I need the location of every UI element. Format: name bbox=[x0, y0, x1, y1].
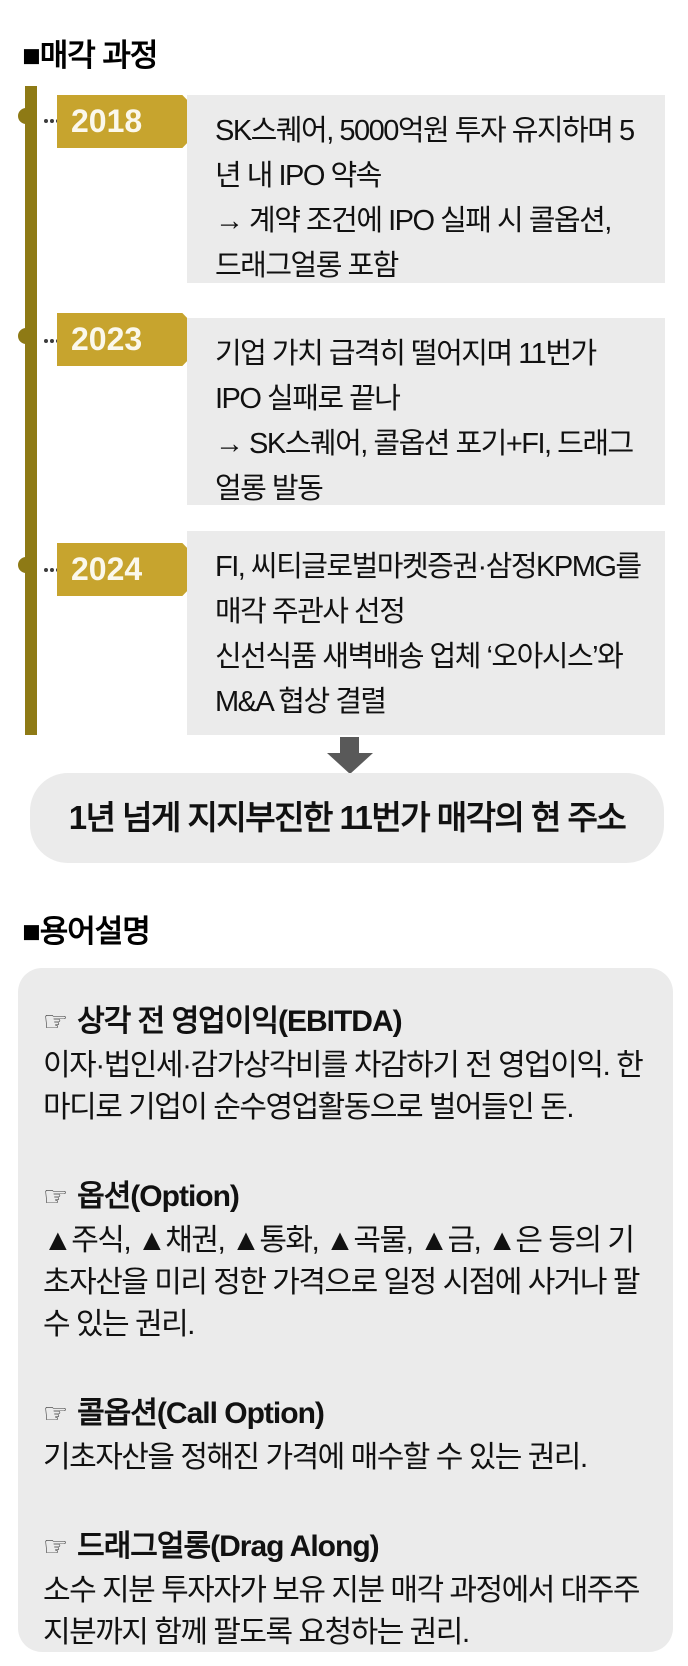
event-text: → SK스퀘어, 콜옵션 포기+FI, 드래그얼롱 발동 bbox=[215, 428, 634, 505]
event-text: → 계약 조건에 IPO 실패 시 콜옵션, 드래그얼롱 포함 bbox=[215, 205, 612, 282]
glossary-term-option: ☞ 옵션(Option) ▲주식, ▲채권, ▲통화, ▲곡물, ▲금, ▲은 등… bbox=[43, 1171, 647, 1346]
glossary-box: ☞ 상각 전 영업이익(EBITDA) 이자·법인세·감가상각비를 차감하기 전 … bbox=[18, 968, 673, 1652]
pointing-hand-icon: ☞ bbox=[43, 1006, 68, 1037]
sale-process-title: ■매각 과정 bbox=[22, 38, 158, 73]
timeline-node-icon bbox=[18, 557, 34, 573]
year-flag-2024: 2024 bbox=[57, 543, 208, 596]
term-definition: ▲주식, ▲채권, ▲통화, ▲곡물, ▲금, ▲은 등의 기초자산을 미리 정… bbox=[43, 1224, 640, 1341]
term-name: 상각 전 영업이익(EBITDA) bbox=[77, 1005, 403, 1038]
glossary-term-ebitda: ☞ 상각 전 영업이익(EBITDA) 이자·법인세·감가상각비를 차감하기 전 … bbox=[43, 996, 647, 1129]
timeline-node-icon bbox=[18, 328, 34, 344]
dotted-connector bbox=[44, 568, 60, 572]
down-arrow-icon bbox=[327, 753, 373, 774]
term-name: 옵션(Option) bbox=[77, 1180, 240, 1213]
event-text: FI, 씨티글로벌마켓증권·삼정KPMG를 매각 주관사 선정 bbox=[215, 551, 642, 628]
term-definition: 기초자산을 정해진 가격에 매수할 수 있는 권리. bbox=[43, 1441, 588, 1474]
event-box-2023: 기업 가치 급격히 떨어지며 11번가 IPO 실패로 끝나 → SK스퀘어, … bbox=[187, 318, 665, 505]
event-text: SK스퀘어, 5000억원 투자 유지하며 5년 내 IPO 약속 bbox=[215, 115, 635, 192]
pointing-hand-icon: ☞ bbox=[43, 1181, 68, 1212]
summary-text: 1년 넘게 지지부진한 11번가 매각의 현 주소 bbox=[68, 799, 627, 836]
dotted-connector bbox=[44, 339, 60, 343]
down-arrow-icon bbox=[340, 737, 359, 754]
term-heading: ☞ 드래그얼롱(Drag Along) bbox=[43, 1521, 647, 1565]
pointing-hand-icon: ☞ bbox=[43, 1398, 68, 1429]
term-heading: ☞ 콜옵션(Call Option) bbox=[43, 1388, 647, 1432]
term-heading: ☞ 상각 전 영업이익(EBITDA) bbox=[43, 996, 647, 1040]
year-flag-2023: 2023 bbox=[57, 313, 208, 366]
dotted-connector bbox=[44, 119, 60, 123]
term-definition: 이자·법인세·감가상각비를 차감하기 전 영업이익. 한마디로 기업이 순수영업… bbox=[43, 1049, 644, 1124]
event-box-2024: FI, 씨티글로벌마켓증권·삼정KPMG를 매각 주관사 선정 신선식품 새벽배… bbox=[187, 531, 665, 735]
term-name: 콜옵션(Call Option) bbox=[77, 1397, 325, 1430]
timeline-spine bbox=[25, 86, 37, 735]
event-text: 기업 가치 급격히 떨어지며 11번가 IPO 실패로 끝나 bbox=[215, 338, 597, 415]
pointing-hand-icon: ☞ bbox=[43, 1531, 68, 1562]
summary-banner: 1년 넘게 지지부진한 11번가 매각의 현 주소 bbox=[30, 773, 664, 863]
glossary-term-drag-along: ☞ 드래그얼롱(Drag Along) 소수 지분 투자자가 보유 지분 매각 과… bbox=[43, 1521, 647, 1652]
term-name: 드래그얼롱(Drag Along) bbox=[77, 1530, 380, 1563]
glossary-title: ■용어설명 bbox=[22, 914, 151, 949]
timeline-node-icon bbox=[18, 108, 34, 124]
term-definition: 소수 지분 투자자가 보유 지분 매각 과정에서 대주주 지분까지 함께 팔도록… bbox=[43, 1574, 640, 1649]
event-box-2018: SK스퀘어, 5000억원 투자 유지하며 5년 내 IPO 약속 → 계약 조… bbox=[187, 95, 665, 283]
glossary-term-call-option: ☞ 콜옵션(Call Option) 기초자산을 정해진 가격에 매수할 수 있는… bbox=[43, 1388, 647, 1479]
event-text: 신선식품 새벽배송 업체 ‘오아시스’와 M&A 협상 결렬 bbox=[215, 641, 624, 718]
term-heading: ☞ 옵션(Option) bbox=[43, 1171, 647, 1215]
year-flag-2018: 2018 bbox=[57, 95, 208, 148]
